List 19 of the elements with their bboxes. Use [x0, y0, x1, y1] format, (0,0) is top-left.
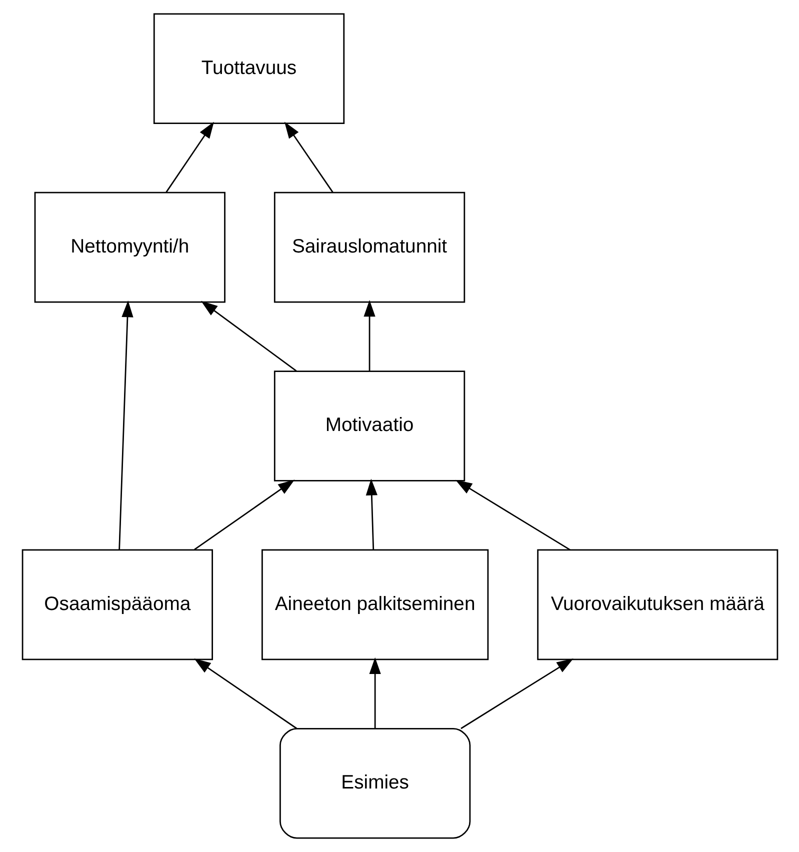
arrow: [368, 657, 380, 728]
arrow: [284, 122, 333, 193]
arrow: [365, 478, 377, 550]
node-box: Motivaatio: [273, 370, 465, 482]
node-box: Esimies: [279, 728, 470, 839]
node-box: Tuottavuus: [152, 13, 344, 124]
arrow: [194, 658, 297, 730]
arrow: [454, 480, 570, 550]
node-box: Vuorovaikutuksen määrä: [536, 549, 778, 660]
node-box: Nettomyynti/h: [34, 192, 225, 303]
arrow: [200, 300, 296, 372]
arrow: [165, 122, 214, 193]
arrow: [194, 480, 294, 550]
arrow: [460, 658, 573, 730]
arrow: [363, 300, 375, 371]
node-box: Sairauslomatunnit: [273, 192, 465, 303]
arrow: [118, 300, 133, 550]
node-box: Osaamispääoma: [21, 549, 212, 660]
node-box: Aineeton palkitseminen: [260, 549, 488, 660]
